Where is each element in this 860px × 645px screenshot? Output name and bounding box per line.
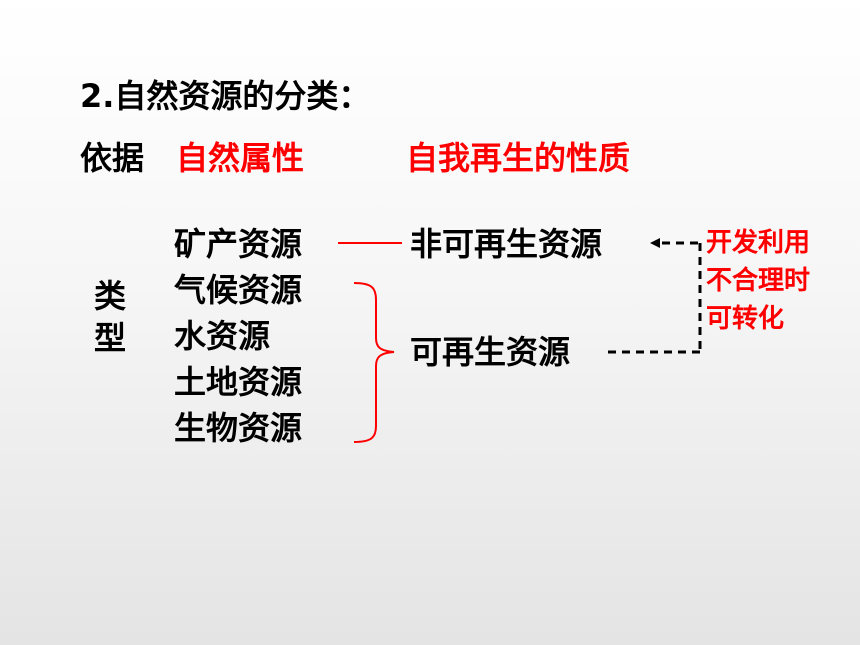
basis-label: 依据 [80,139,145,177]
criterion-self-renewal: 自我再生的性质 [406,139,631,177]
category-non-renewable: 非可再生资源 [410,225,603,263]
resource-water: 水资源 [174,317,271,355]
renewable-brace [353,282,395,443]
type-label-char-1: 类 [94,277,127,315]
note-line-1: 开发利用 [706,228,811,258]
note-line-2: 不合理时 [706,266,811,296]
resource-climate: 气候资源 [174,271,303,309]
slide-title: 2.自然资源的分类： [80,77,371,115]
resource-mineral: 矿产资源 [174,225,303,263]
type-label-char-2: 型 [94,319,127,357]
resource-biological: 生物资源 [174,409,303,447]
note-line-3: 可转化 [706,304,785,334]
criterion-natural-attribute: 自然属性 [176,139,305,177]
category-renewable: 可再生资源 [410,333,571,371]
arrow-head [650,238,660,248]
resource-land: 土地资源 [174,363,303,401]
